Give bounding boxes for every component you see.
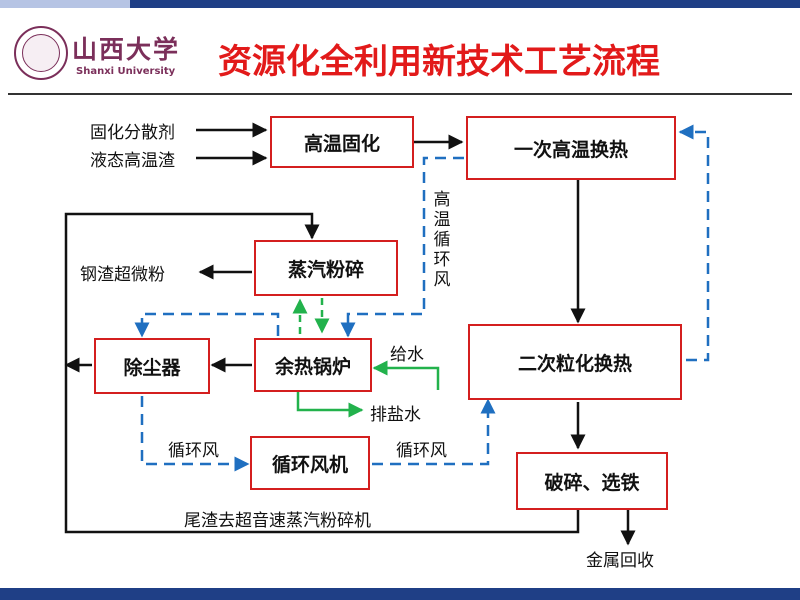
university-logo: 山西大学 Shanxi University [14, 26, 184, 84]
box-first-heat-exchange: 一次高温换热 [466, 116, 676, 180]
top-frame-bar [0, 0, 800, 8]
arrow-blowdown [296, 392, 364, 418]
page-title: 资源化全利用新技术工艺流程 [218, 42, 660, 82]
arrow-boiler-to-dust-air [134, 312, 280, 338]
arrow-second-to-first-air [678, 124, 710, 362]
logo-subtitle: Shanxi University [76, 66, 176, 77]
label-feed-water: 给水 [390, 345, 424, 365]
university-seal-icon [14, 26, 68, 80]
label-solidifier: 固化分散剂 [90, 123, 175, 143]
top-frame-accent [0, 0, 130, 8]
label-liquid-slag: 液态高温渣 [90, 151, 175, 171]
label-circ-air-left: 循环风 [168, 441, 219, 461]
label-circ-air-right: 循环风 [396, 441, 447, 461]
label-steel-slag-powder: 钢渣超微粉 [80, 265, 165, 285]
label-metal-recovery: 金属回收 [586, 551, 654, 571]
logo-text: 山西大学 [72, 35, 181, 64]
header-divider [8, 93, 792, 95]
label-tail-slag-note: 尾渣去超音速蒸汽粉碎机 [184, 511, 371, 531]
arrow-feed-water [372, 360, 440, 390]
box-waste-heat-boiler: 余热锅炉 [254, 338, 372, 392]
arrow-tail-slag-loop [64, 212, 580, 534]
box-crush-iron-select: 破碎、选铁 [516, 452, 668, 510]
box-high-temp-solidify: 高温固化 [270, 116, 414, 168]
arrow-hot-air-to-boiler [340, 156, 464, 338]
arrow-fan-to-second [372, 398, 496, 466]
box-second-heat-exchange: 二次粒化换热 [468, 324, 682, 400]
box-circulating-fan: 循环风机 [250, 436, 370, 490]
label-blowdown: 排盐水 [370, 405, 421, 425]
box-steam-crusher: 蒸汽粉碎 [254, 240, 398, 296]
arrow-dust-to-fan [140, 396, 250, 472]
box-dust-collector: 除尘器 [94, 338, 210, 394]
label-high-temp-circ-air: 高温循环风 [433, 190, 451, 290]
bottom-frame-bar [0, 588, 800, 600]
